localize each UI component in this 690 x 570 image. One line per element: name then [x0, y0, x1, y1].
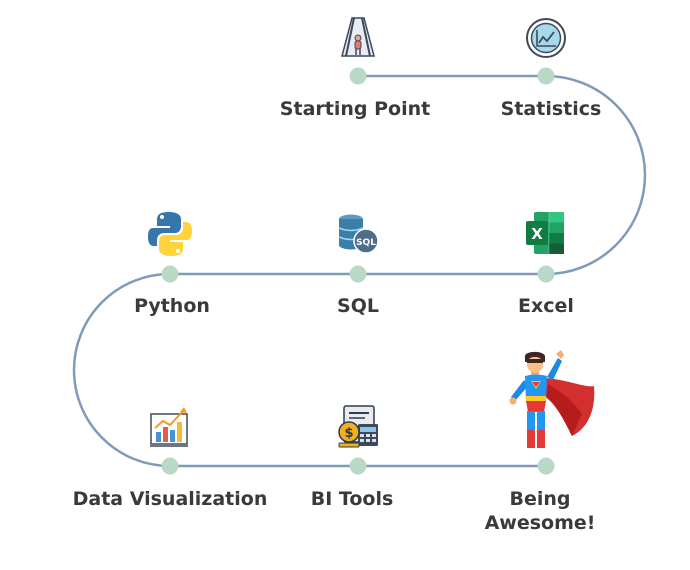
node-starting-point: [349, 67, 367, 85]
step-label-line: Starting Point: [279, 98, 431, 120]
step-label-being-awesome: Being Awesome!: [430, 487, 650, 535]
bar-chart-trend-icon: [150, 407, 188, 447]
superhero-icon: [509, 350, 595, 448]
step-label-line: Being: [509, 488, 571, 510]
step-label-line: SQL: [337, 295, 379, 317]
path-nodes: [161, 67, 555, 475]
road-walker-icon: [341, 17, 375, 57]
svg-text:X: X: [531, 225, 543, 243]
step-label-line: Awesome!: [484, 512, 596, 534]
svg-text:SQL: SQL: [356, 238, 376, 248]
node-bi-tools: [349, 457, 367, 475]
node-statistics: [537, 67, 555, 85]
step-label-python: Python: [62, 294, 282, 318]
step-label-starting-point: Starting Point: [245, 97, 465, 121]
step-label-line: BI Tools: [310, 488, 394, 510]
step-label-excel: Excel: [436, 294, 656, 318]
step-label-line: Python: [134, 295, 210, 317]
node-python: [161, 265, 179, 283]
step-label-line: Excel: [518, 295, 574, 317]
node-sql: [349, 265, 367, 283]
line-chart-badge-icon: [526, 18, 566, 58]
node-being-awesome: [537, 457, 555, 475]
node-data-visualization: [161, 457, 179, 475]
step-label-statistics: Statistics: [441, 97, 661, 121]
step-label-line: Statistics: [500, 98, 602, 120]
sql-database-icon: SQL: [338, 214, 379, 254]
python-logo-icon: [148, 212, 192, 256]
node-excel: [537, 265, 555, 283]
svg-text:$: $: [344, 426, 353, 441]
excel-icon: X: [526, 212, 564, 254]
step-label-line: Data Visualization: [72, 488, 268, 510]
bi-dashboard-icon: $: [338, 405, 378, 448]
step-label-sql: SQL: [248, 294, 468, 318]
step-label-bi-tools: BI Tools: [242, 487, 462, 511]
step-label-data-visualization: Data Visualization: [60, 487, 280, 511]
